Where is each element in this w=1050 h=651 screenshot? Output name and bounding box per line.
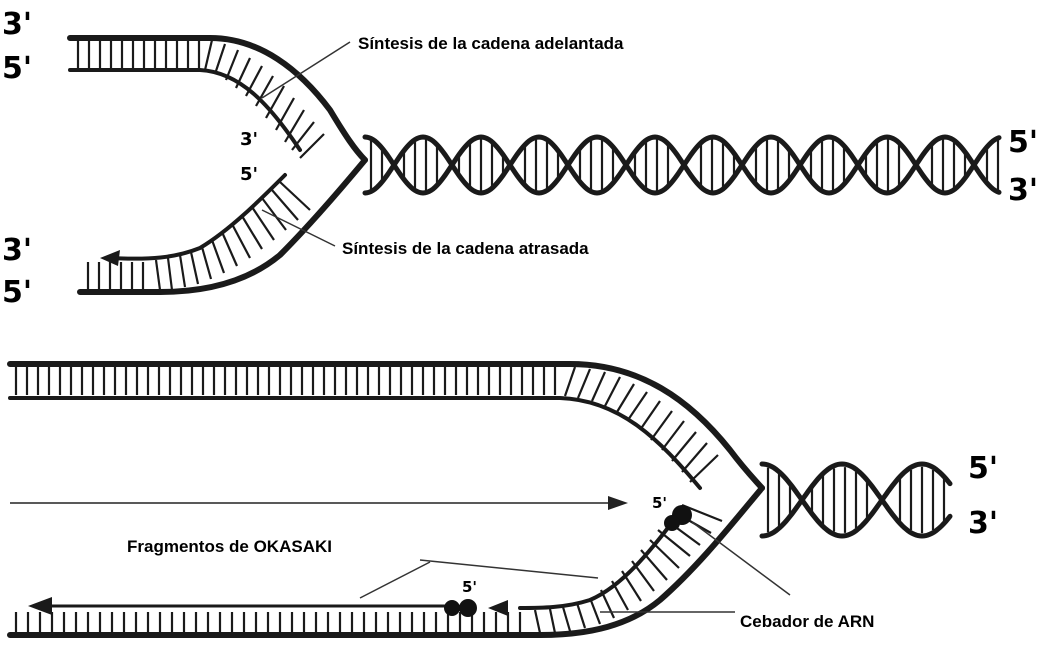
bottom-upper-curve-rung — [640, 401, 660, 430]
leading-pointer-line — [262, 42, 350, 98]
bottom-right-5prime: 5' — [968, 451, 998, 486]
bottom-upper-curve-rung — [651, 411, 672, 440]
bottom-lower-curve-rung — [601, 590, 614, 618]
top-upper-curve-rung — [205, 40, 212, 70]
top-right-3prime: 3' — [1008, 173, 1038, 208]
bottom-lower-curve-rung — [632, 561, 654, 591]
top-left-5prime: 5' — [2, 51, 32, 86]
bottom-right-3prime: 3' — [968, 506, 998, 541]
leading-new-strand — [70, 70, 300, 150]
top-lower-curve-rung — [180, 255, 185, 287]
rna-primer-dot-2 — [664, 515, 680, 531]
top-lower-curve-rung — [156, 260, 160, 290]
leading-strand-label: Síntesis de la cadena adelantada — [358, 34, 624, 53]
top-upper-curve-rung — [215, 44, 225, 74]
bottom-upper-rungs — [16, 367, 718, 482]
fork-direction-arrowhead — [608, 496, 628, 510]
top-lower-curve-rung — [191, 252, 198, 284]
bottom-left-3prime: 3' — [2, 233, 32, 268]
bottom-lower-curve-rung — [590, 598, 600, 624]
top-lower-curve-rung — [168, 258, 172, 290]
top-left-3prime: 3' — [2, 7, 32, 42]
bottom-upper-curve-rung — [592, 372, 605, 401]
bottom-upper-curve-rung — [565, 367, 575, 396]
fork-5prime: 5' — [240, 164, 258, 185]
top-lower-curve-rung — [202, 247, 211, 279]
primer-5prime-b: 5' — [462, 578, 477, 596]
rna-primer-dot-4 — [444, 600, 460, 616]
fork-3prime: 3' — [240, 129, 258, 150]
top-lower-curve-rung — [212, 240, 224, 273]
bottom-left-5prime: 5' — [2, 275, 32, 310]
top-lower-rungs — [88, 182, 310, 290]
okazaki-label: Fragmentos de OKASAKI — [127, 537, 332, 556]
top-lower-curve-rung — [232, 224, 250, 258]
lagging-strand-label: Síntesis de la cadena atrasada — [342, 239, 589, 258]
okazaki-pointer-1 — [420, 560, 598, 578]
bottom-lower-curve-rung — [612, 581, 628, 610]
bottom-lower-curve-rung — [622, 571, 641, 601]
top-replication-fork: Síntesis de la cadena adelantada Síntesi… — [2, 7, 1038, 310]
bottom-lower-curve-rung — [535, 610, 540, 633]
bottom-upper-curve-rung — [578, 369, 590, 398]
top-upper-rungs — [78, 40, 324, 158]
bottom-upper-curve-rung — [617, 384, 634, 412]
okazaki-arrowhead-mid — [488, 600, 508, 616]
primer-5prime-a: 5' — [652, 494, 667, 512]
bottom-lower-template — [10, 488, 762, 635]
top-lower-curve-rung — [222, 232, 237, 266]
bottom-upper-new — [10, 398, 700, 488]
bottom-lower-curve-rung — [641, 550, 667, 580]
primer-label: Cebador de ARN — [740, 612, 874, 631]
bottom-lower-rungs — [16, 505, 722, 633]
lagging-pointer-line — [262, 210, 335, 246]
bottom-double-helix — [762, 464, 950, 536]
top-upper-curve-rung — [226, 50, 238, 80]
bottom-upper-curve-rung — [672, 432, 696, 461]
top-lower-curve-rung — [242, 216, 262, 249]
lower-template-strand — [80, 160, 365, 292]
top-double-helix — [365, 137, 999, 193]
top-upper-curve-rung — [276, 98, 294, 130]
top-right-5prime: 5' — [1008, 125, 1038, 160]
bottom-lower-curve-rung — [550, 609, 555, 633]
bottom-upper-template — [10, 364, 762, 488]
rna-primer-dot-3 — [459, 599, 477, 617]
top-upper-curve-rung — [300, 134, 324, 158]
okazaki-pointer-2 — [360, 562, 430, 598]
bottom-upper-curve-rung — [605, 377, 620, 406]
bottom-lower-new — [520, 512, 680, 608]
bottom-upper-curve-rung — [628, 392, 647, 420]
bottom-lower-curve-rung — [563, 607, 570, 631]
upper-template-strand — [70, 38, 365, 160]
bottom-upper-curve-rung — [662, 421, 684, 450]
bottom-upper-curve-rung — [682, 443, 707, 472]
bottom-replication-fork: Fragmentos de OKASAKI Cebador de ARN 5' … — [10, 364, 998, 635]
bottom-lower-curve-rung — [577, 603, 585, 628]
top-lower-curve-rung — [252, 207, 274, 240]
